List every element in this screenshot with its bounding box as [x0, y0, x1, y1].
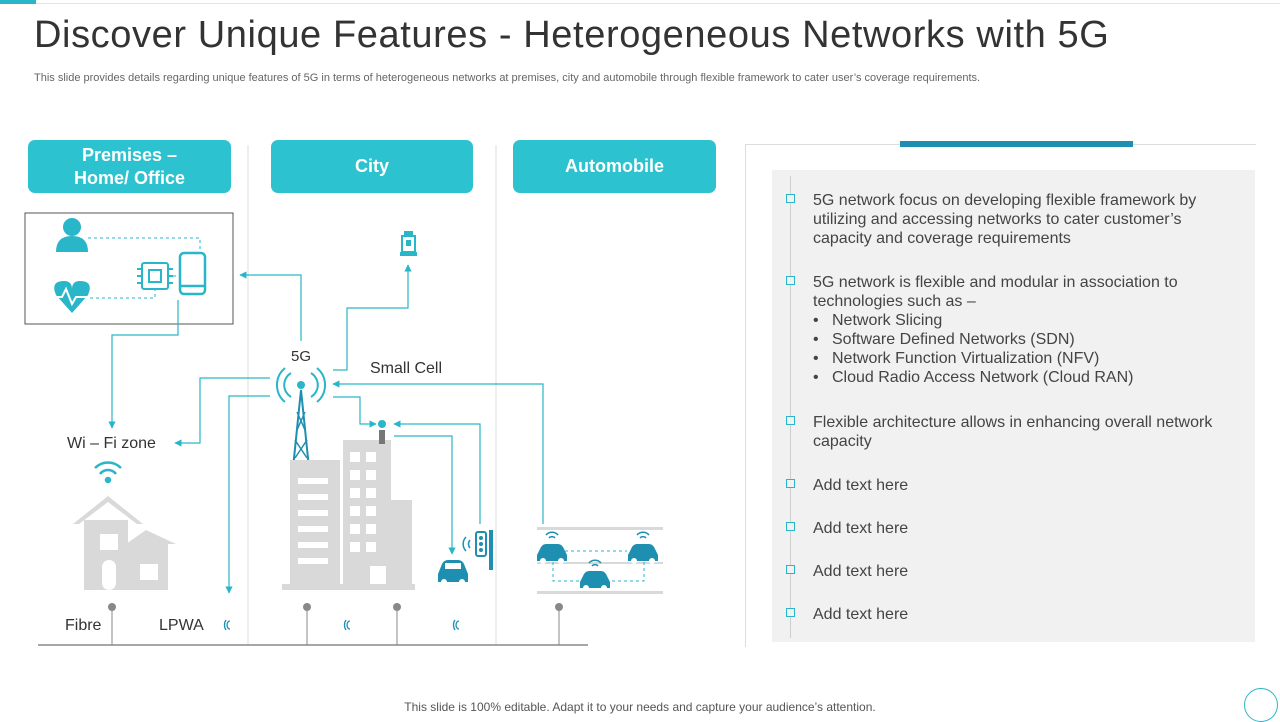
highway-car-left-icon: [537, 531, 567, 564]
bullet-square-icon: [786, 608, 795, 617]
label-5g: 5G: [291, 348, 312, 365]
top-divider: [36, 3, 1280, 4]
bullet-6: Add text here: [786, 562, 1233, 581]
bullet-2: 5G network is flexible and modular in as…: [786, 273, 1233, 387]
label-lpwa: LPWA: [159, 617, 204, 634]
label-small-cell: Small Cell: [370, 360, 443, 377]
car-icon: [438, 560, 468, 585]
bullet-4: Add text here: [786, 476, 1233, 495]
label-wifi-zone: Wi – Fi zone: [67, 435, 156, 452]
bullet-5: Add text here: [786, 519, 1233, 538]
category-premises-line2: Home/ Office: [73, 167, 186, 188]
bullet-3: Flexible architecture allows in enhancin…: [786, 413, 1233, 451]
panel-vertical-rule: [790, 176, 791, 638]
heart-icon: [52, 281, 92, 313]
bullet-square-icon: [786, 276, 795, 285]
bullet-4-text: Add text here: [813, 477, 909, 494]
connection-pins: [108, 603, 563, 645]
bullet-2-item: Cloud Radio Access Network (Cloud RAN): [813, 368, 1233, 387]
bullet-square-icon: [786, 522, 795, 531]
page-title: Discover Unique Features - Heterogeneous…: [34, 14, 1110, 56]
wifi-icon: [94, 461, 122, 484]
feature-panel: [772, 170, 1255, 642]
bullet-square-icon: [786, 479, 795, 488]
arrow-5g-to-smallcell: [333, 264, 412, 371]
network-diagram: [24, 145, 663, 646]
category-premises-line1: Premises –: [81, 144, 178, 165]
bullet-square-icon: [786, 194, 795, 203]
bullet-1: 5G network focus on developing flexible …: [786, 191, 1233, 248]
bullet-1-text: 5G network focus on developing flexible …: [813, 192, 1197, 247]
highway-car-middle-icon: [580, 559, 610, 591]
top-accent-bar: [0, 0, 36, 4]
bullet-square-icon: [786, 416, 795, 425]
bullet-7-text: Add text here: [813, 606, 909, 623]
city-buildings-icon: [282, 420, 415, 590]
arrow-5g-to-premises: [239, 271, 302, 341]
bullet-2-item: Network Function Virtualization (NFV): [813, 349, 1233, 368]
bullet-square-icon: [786, 565, 795, 574]
category-automobile: Automobile: [513, 140, 716, 193]
user-icon: [56, 218, 88, 252]
bullet-2-intro: 5G network is flexible and modular in as…: [813, 274, 1178, 310]
house-icon: [73, 496, 176, 590]
bullet-6-text: Add text here: [813, 563, 909, 580]
category-premises: Premises – Home/ Office: [28, 140, 231, 193]
footer-note: This slide is 100% editable. Adapt it to…: [404, 700, 876, 714]
label-fibre: Fibre: [65, 617, 102, 634]
arrow-building-to-car: [394, 435, 456, 555]
arrow-light-to-building: [393, 420, 481, 524]
signal-icons: [223, 619, 460, 631]
arrow-5g-to-building: [333, 396, 377, 428]
category-city: City: [271, 140, 473, 193]
antenna-5g-icon: [275, 367, 327, 469]
bullet-2-item: Software Defined Networks (SDN): [813, 330, 1233, 349]
arrow-automobile-to-5g: [332, 380, 544, 524]
panel-accent-bar: [900, 141, 1133, 147]
highway-car-right-icon: [628, 531, 658, 564]
page-subtitle: This slide provides details regarding un…: [34, 72, 981, 84]
bullet-5-text: Add text here: [813, 520, 909, 537]
bullet-3-text: Flexible architecture allows in enhancin…: [813, 414, 1213, 450]
phone-icon: [178, 251, 207, 296]
arrow-5g-to-lpwa: [225, 395, 270, 594]
arrow-premises-to-wifi: [108, 300, 179, 429]
arrow-5g-to-wifi: [174, 377, 270, 447]
premises-device-box: [24, 212, 234, 325]
corner-circle-decoration: [1244, 688, 1278, 722]
traffic-light-icon: [462, 530, 493, 570]
bullet-7: Add text here: [786, 605, 1233, 624]
bullet-2-item: Network Slicing: [813, 311, 1233, 330]
small-cell-icon: [400, 231, 417, 256]
